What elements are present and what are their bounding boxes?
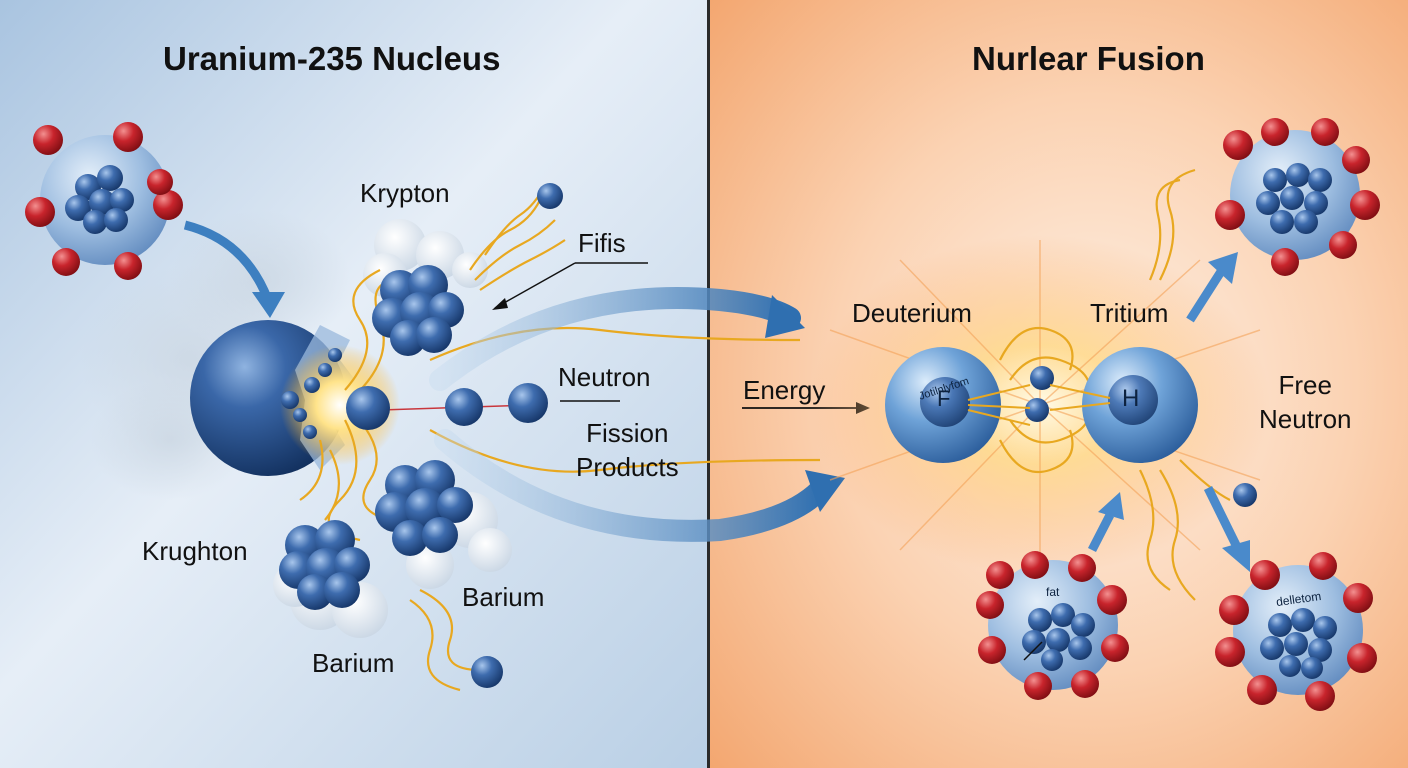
small-nucleus-text: fat [1046,585,1059,599]
label-free-neutron: Free Neutron [1259,368,1352,436]
label-fifis: Fifis [578,228,626,259]
panel-divider [707,0,710,768]
label-barium-lower: Barium [312,648,394,679]
label-fission-products: Fission Products [576,416,679,484]
label-deuterium: Deuterium [852,298,972,329]
label-tritium: Tritium [1090,298,1168,329]
right-panel-title: Nurlear Fusion [972,40,1205,78]
left-panel-title: Uranium-235 Nucleus [163,40,500,78]
fusion-neutron-lower [1025,398,1049,422]
deuterium-letter: F [937,386,950,412]
label-barium-right: Barium [462,582,544,613]
free-neutron-particle [1233,483,1257,507]
label-krypton: Krypton [360,178,450,209]
label-krughton: Krughton [142,536,248,567]
tritium-letter: H [1122,385,1139,413]
label-neutron: Neutron [558,362,651,393]
label-energy: Energy [743,375,825,406]
fusion-neutron-upper [1030,366,1054,390]
